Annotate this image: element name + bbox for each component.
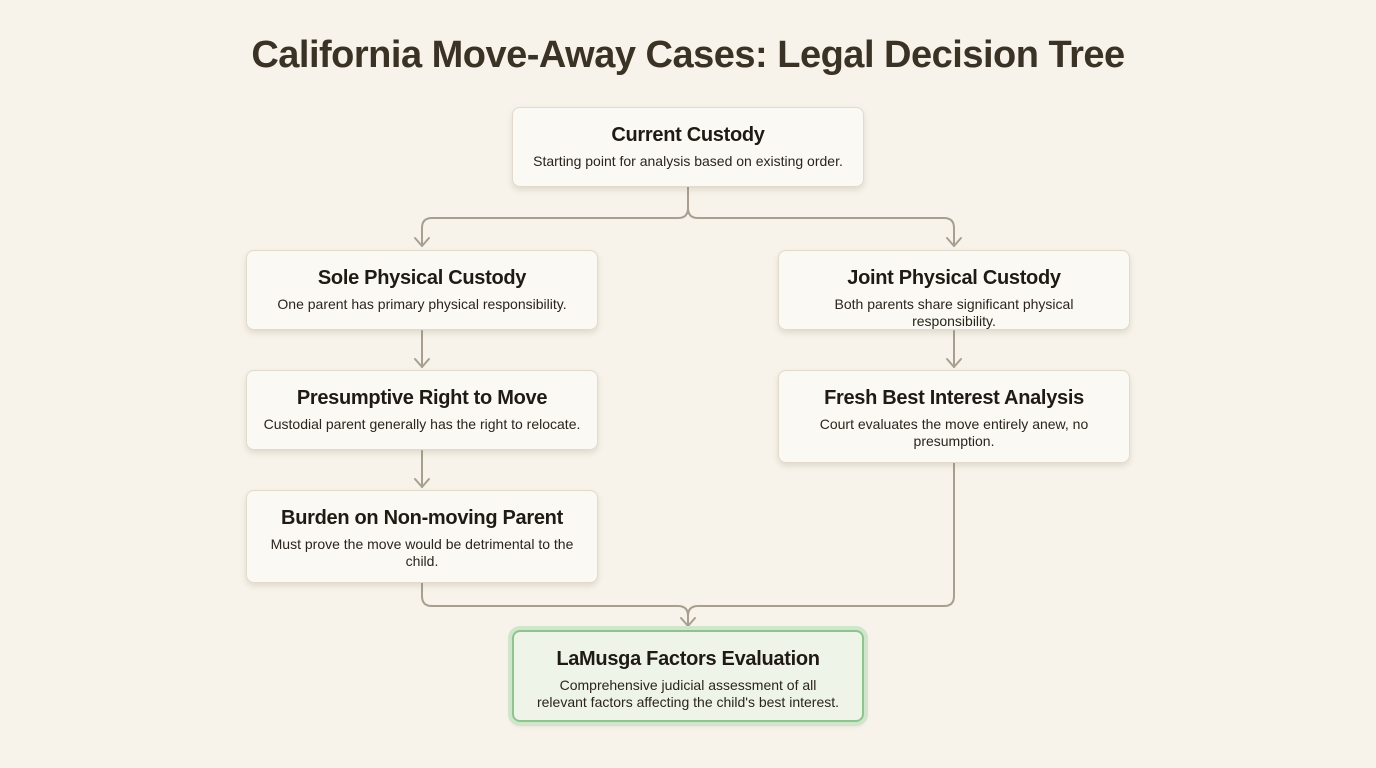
node-title: Current Custody: [611, 124, 765, 146]
node-sole-physical-custody: Sole Physical Custody One parent has pri…: [246, 250, 598, 330]
edge-current-to-joint: [687, 186, 955, 247]
arrowhead-presumptive-icon: [414, 358, 430, 368]
node-description: Must prove the move would be detrimental…: [270, 536, 574, 569]
node-current-custody: Current Custody Starting point for analy…: [512, 107, 864, 187]
node-description: One parent has primary physical responsi…: [277, 296, 567, 312]
node-title: Fresh Best Interest Analysis: [824, 387, 1084, 409]
node-burden-on-non-moving-parent: Burden on Non-moving Parent Must prove t…: [246, 490, 598, 583]
node-description: Comprehensive judicial assessment of all…: [536, 677, 840, 710]
arrowhead-sole-icon: [414, 237, 430, 247]
edge-burden-to-lamusga: [421, 582, 689, 627]
arrowhead-fresh-icon: [946, 358, 962, 368]
arrowhead-joint-icon: [946, 237, 962, 247]
node-fresh-best-interest-analysis: Fresh Best Interest Analysis Court evalu…: [778, 370, 1130, 463]
node-description: Court evaluates the move entirely anew, …: [819, 416, 1089, 449]
arrowhead-lamusga-icon: [680, 617, 696, 627]
node-description: Both parents share significant physical …: [834, 296, 1074, 329]
node-lamusga-factors-evaluation: LaMusga Factors Evaluation Comprehensive…: [512, 630, 864, 722]
arrowhead-burden-icon: [414, 478, 430, 488]
edge-current-to-sole: [421, 186, 689, 247]
node-joint-physical-custody: Joint Physical Custody Both parents shar…: [778, 250, 1130, 330]
node-title: Joint Physical Custody: [847, 267, 1061, 289]
node-title: LaMusga Factors Evaluation: [556, 648, 820, 670]
diagram-title: California Move-Away Cases: Legal Decisi…: [251, 34, 1125, 76]
node-title: Presumptive Right to Move: [296, 387, 548, 409]
node-description: Starting point for analysis based on exi…: [533, 153, 843, 169]
node-presumptive-right-to-move: Presumptive Right to Move Custodial pare…: [246, 370, 598, 450]
edge-fresh-to-lamusga: [687, 462, 955, 627]
node-description: Custodial parent generally has the right…: [263, 416, 581, 432]
node-title: Burden on Non-moving Parent: [281, 507, 563, 529]
node-title: Sole Physical Custody: [317, 267, 527, 289]
